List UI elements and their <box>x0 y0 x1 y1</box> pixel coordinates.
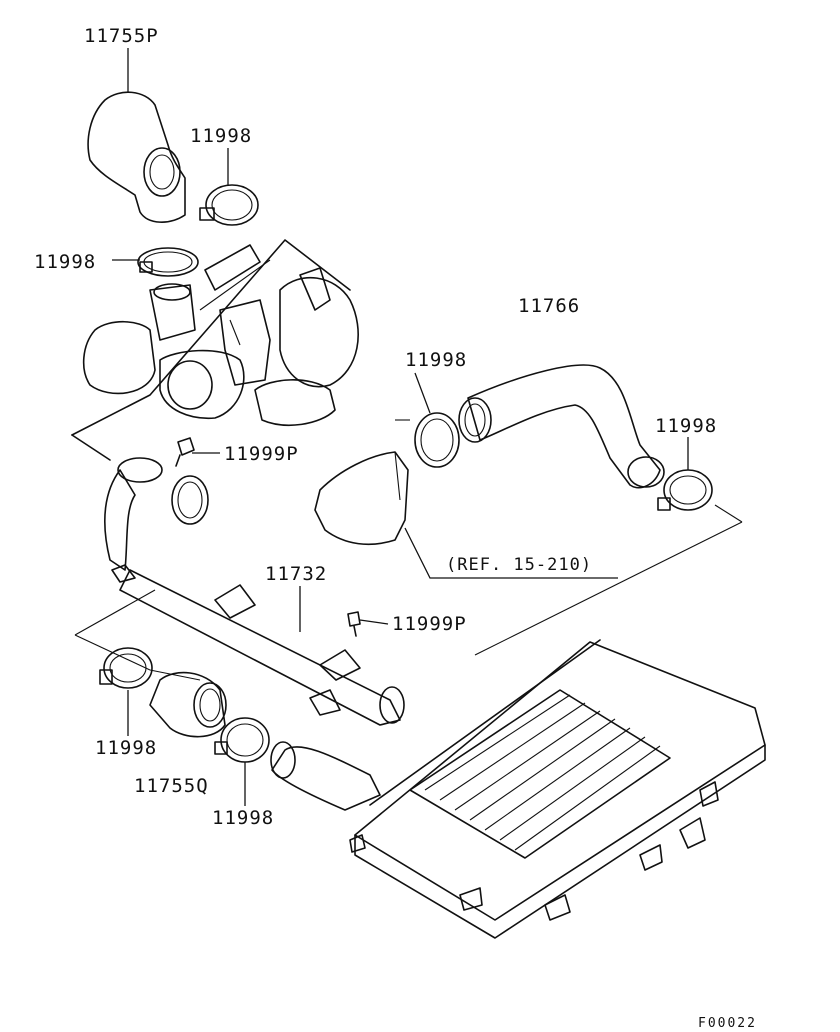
bolt-lower[interactable] <box>347 611 361 637</box>
clamp-mid-right[interactable] <box>657 469 713 511</box>
clamp-mid-left[interactable] <box>414 412 460 468</box>
label-11998-e: 11998 <box>95 737 157 759</box>
intercooler-hose-11766[interactable] <box>458 364 665 489</box>
leader-11998-c <box>414 372 431 414</box>
upper-hose-11755p[interactable] <box>87 91 186 223</box>
clamp-lower-right[interactable] <box>214 717 270 763</box>
leader-11999p-b <box>359 619 389 625</box>
label-11755p: 11755P <box>84 25 159 47</box>
intercooler-pipe-11732[interactable] <box>104 457 405 726</box>
reference-duct[interactable] <box>314 451 409 546</box>
clamp-lower-left[interactable] <box>99 647 153 689</box>
leader-ref <box>404 527 618 579</box>
clamp-upper-left[interactable] <box>137 247 199 277</box>
label-11998-a: 11998 <box>190 125 252 147</box>
label-11998-f: 11998 <box>212 807 274 829</box>
label-11755q: 11755Q <box>134 775 209 797</box>
label-11999p-a: 11999P <box>224 443 299 465</box>
bolt-upper[interactable] <box>175 437 195 467</box>
lower-hose-11755q[interactable] <box>149 671 227 738</box>
turbocharger-assembly[interactable] <box>71 239 359 461</box>
label-11998-d: 11998 <box>655 415 717 437</box>
label-reference: (REF. 15-210) <box>446 555 592 575</box>
label-11766: 11766 <box>518 295 580 317</box>
label-11998-c: 11998 <box>405 349 467 371</box>
intercooler-core[interactable] <box>270 639 766 939</box>
label-11999p-b: 11999P <box>392 613 467 635</box>
figure-code: F00022 <box>698 1016 757 1031</box>
label-11732: 11732 <box>265 563 327 585</box>
label-11998-b: 11998 <box>34 251 96 273</box>
clamp-upper-right[interactable] <box>199 184 259 226</box>
